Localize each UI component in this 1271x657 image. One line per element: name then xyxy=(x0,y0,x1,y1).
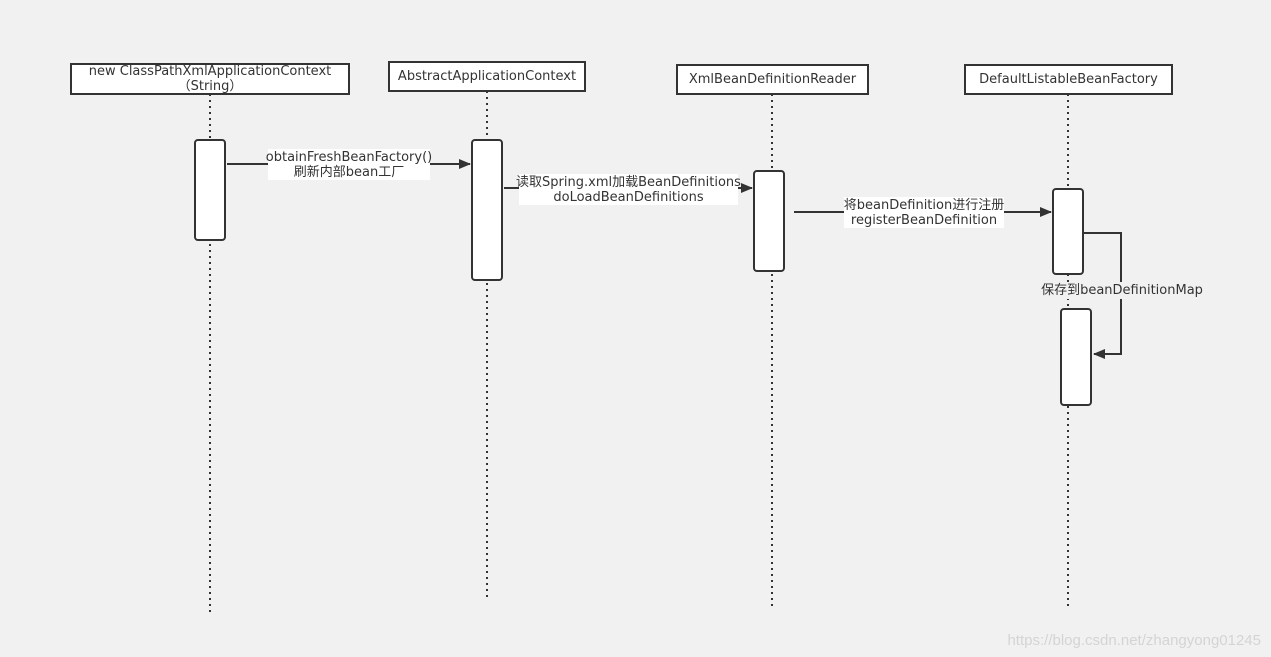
activation-bar-3 xyxy=(753,170,785,272)
participant-label: （String） xyxy=(177,79,243,94)
participant-bean-factory: DefaultListableBeanFactory xyxy=(964,64,1173,95)
participant-classpath-context: new ClassPathXmlApplicationContext （Stri… xyxy=(70,63,350,95)
participant-label: XmlBeanDefinitionReader xyxy=(688,72,857,87)
message-label-line: 将beanDefinition进行注册 xyxy=(843,197,1005,213)
message-label-line: registerBeanDefinition xyxy=(850,212,998,228)
participant-label: new ClassPathXmlApplicationContext xyxy=(88,64,332,79)
message-label-line: doLoadBeanDefinitions xyxy=(553,189,704,205)
message-label-2: 读取Spring.xml加载BeanDefinitions doLoadBean… xyxy=(516,174,741,205)
participant-xml-reader: XmlBeanDefinitionReader xyxy=(676,64,869,95)
participant-label: DefaultListableBeanFactory xyxy=(979,72,1158,87)
message-label-line: obtainFreshBeanFactory() xyxy=(265,149,433,165)
participant-abstract-context: AbstractApplicationContext xyxy=(388,61,586,92)
activation-bar-2 xyxy=(471,139,503,281)
activation-bar-5 xyxy=(1060,308,1092,406)
message-label-line: 读取Spring.xml加载BeanDefinitions xyxy=(516,174,741,190)
participant-label: AbstractApplicationContext xyxy=(397,69,577,84)
watermark: https://blog.csdn.net/zhangyong01245 xyxy=(1007,632,1261,649)
activation-bar-4 xyxy=(1052,188,1084,275)
message-label-4: 保存到beanDefinitionMap xyxy=(1040,282,1204,299)
activation-bar-1 xyxy=(194,139,226,241)
message-label-line: 刷新内部bean工厂 xyxy=(293,164,405,180)
message-label-1: obtainFreshBeanFactory() 刷新内部bean工厂 xyxy=(265,149,433,180)
message-label-line: 保存到beanDefinitionMap xyxy=(1041,283,1203,298)
message-label-3: 将beanDefinition进行注册 registerBeanDefiniti… xyxy=(844,197,1004,228)
